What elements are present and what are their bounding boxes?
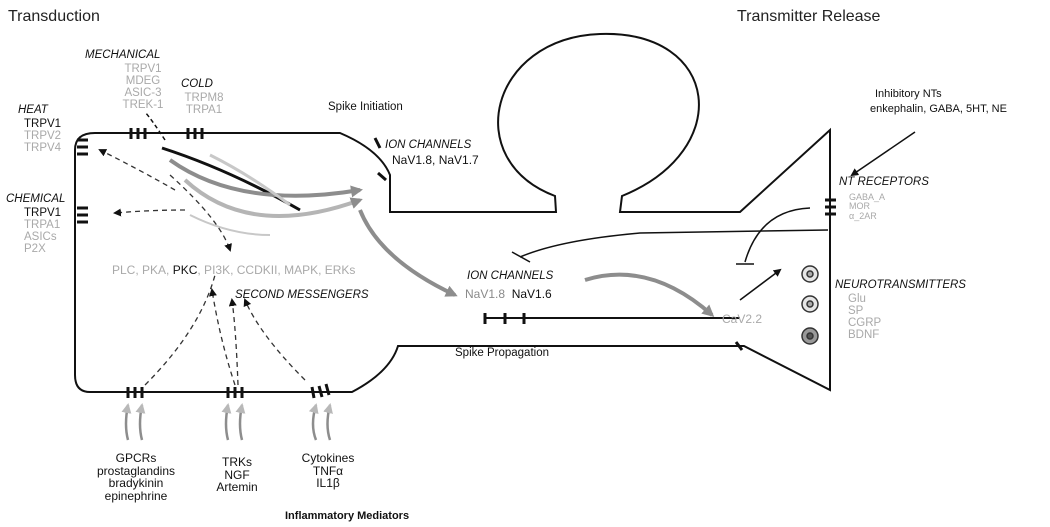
second-messengers-pkc: PKC [172,263,198,277]
heat-item: TRPV2 [24,130,62,143]
chemical-heading: CHEMICAL [6,193,66,205]
cold-item: TRPM8 [184,92,224,104]
trks-item: NGF [224,467,250,482]
neurotransmitters-heading: NEUROTRANSMITTERS [835,279,966,291]
inhibitory-line1: Inhibitory NTs [875,88,942,100]
cold-item: TRPA1 [185,104,223,117]
chemical-item: P2X [24,243,46,256]
second-messengers-heading: SECOND MESSENGERS [235,289,369,301]
neurotransmitter-item: Glu [848,293,866,305]
mechanical-list: TRPV1 MDEG ASIC-3 TREK-1 [112,63,174,111]
heat-list: TRPV1 TRPV2 TRPV4 [24,118,61,154]
inhibitory-line2: enkephalin, GABA, 5HT, NE [870,103,1007,115]
neuron-membrane [74,32,831,393]
heat-item: TRPV1 [24,118,62,130]
second-messengers-pre: PLC, PKA, [112,263,173,277]
gpcrs-item: GPCRs [115,451,157,465]
cytokines-item: Cytokines [301,451,355,465]
gpcrs-list: GPCRs prostaglandins bradykinin epinephr… [81,452,191,502]
heat-heading: HEAT [18,104,48,116]
inflammatory-mediators-label: Inflammatory Mediators [285,510,410,522]
neuron-outline [74,32,831,393]
trks-list: TRKs NGF Artemin [207,456,267,494]
mechanical-item: TREK-1 [122,99,164,112]
mechanical-item: ASIC-3 [124,87,162,100]
spike-propagation-label: Spike Propagation [455,347,549,359]
nav16-label: NaV1.6 [511,287,552,301]
neurotransmitter-item: BDNF [848,329,880,342]
mediator-arrows [121,403,333,441]
cytokines-list: Cytokines TNFα IL1β [296,452,360,490]
nt-receptor-item: α_2AR [849,210,877,221]
neurotransmitters-list: Glu SP CGRP BDNF [848,293,881,341]
ion-channels-2-text: NaV1.8 NaV1.6 [465,288,552,301]
nt-receptors-list: GABA_A MOR α_2AR [849,192,886,221]
nt-receptors-heading: NT RECEPTORS [839,176,929,188]
inhibition-lines [511,207,829,265]
chemical-item: TRPV1 [24,207,62,219]
cytokines-item: TNFα [312,463,344,478]
mechanical-item: TRPV1 [124,63,162,75]
title-transmitter-release: Transmitter Release [737,8,881,25]
chemical-item: TRPA1 [24,219,61,232]
cold-heading: COLD [181,78,213,90]
gpcrs-item: prostaglandins [96,463,176,478]
gpcrs-item: bradykinin [108,476,164,491]
nt-receptor-item: MOR [849,201,870,212]
spike-initiation-label: Spike Initiation [328,101,403,113]
ion-channels-1-heading: ION CHANNELS [385,139,472,151]
cav-label: CaV2.2 [722,312,763,326]
second-messengers-list: PLC, PKA, PKC, PI3K, CCDKII, MAPK, ERKs [112,264,355,277]
cytokines-item: IL1β [316,476,340,491]
mechanical-heading: MECHANICAL [85,49,161,61]
grey-arrows [168,153,715,317]
cold-list: TRPM8 TRPA1 [178,92,230,116]
ion-channels-1-text: NaV1.8, NaV1.7 [392,153,479,167]
heat-item: TRPV4 [24,142,62,155]
ion-channels-2-heading: ION CHANNELS [467,270,554,282]
chemical-item: ASICs [24,231,57,244]
neurotransmitter-item: SP [848,305,864,318]
dashed-arrows [98,149,306,386]
trks-item: Artemin [216,480,258,495]
nav18-label: NaV1.8 [465,287,506,301]
chemical-list: TRPV1 TRPA1 ASICs P2X [24,207,61,255]
channel-markers [77,128,836,399]
title-transduction: Transduction [8,8,100,25]
trks-item: TRKs [222,455,252,469]
mechanical-item: MDEG [125,75,161,88]
vesicles [801,265,819,345]
nt-receptor-item: GABA_A [849,192,886,202]
neurotransmitter-item: CGRP [848,317,882,330]
second-messengers-post: , PI3K, CCDKII, MAPK, ERKs [197,263,356,277]
gpcrs-item: epinephrine [104,488,168,503]
